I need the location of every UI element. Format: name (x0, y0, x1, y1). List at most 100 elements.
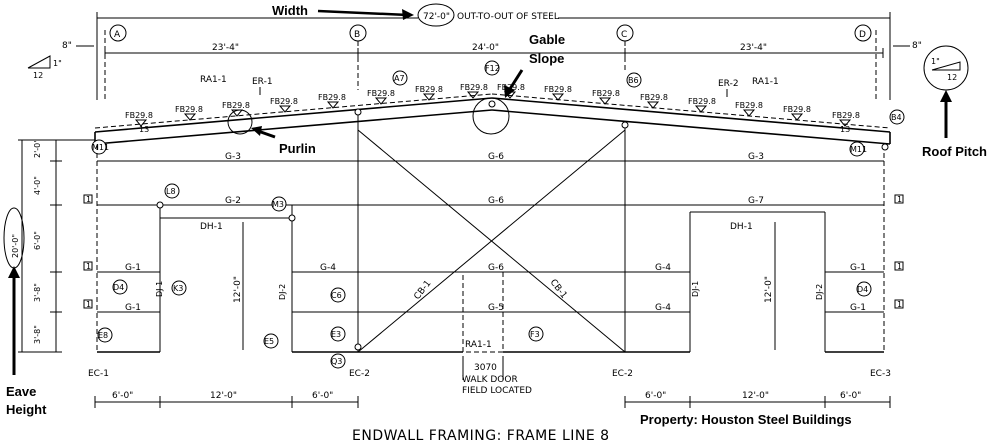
height-dimensions: 2'-0" 4'-0" 6'-0" 3'-8" 3'-8" 20'-0" (3, 139, 95, 353)
bubble-d4-right: D4 (856, 281, 872, 297)
svg-text:1: 1 (897, 195, 902, 204)
grid-label-d: D (859, 30, 866, 40)
grid-label-b: B (354, 30, 360, 40)
annotation-purlin: Purlin (279, 141, 316, 156)
girt-label: G-4 (655, 263, 671, 273)
girt-label: G-2 (225, 196, 241, 206)
grid-line-d: D (854, 24, 877, 100)
left-door-opening: DH-1 DJ-1 DJ-2 12'-0" (155, 205, 293, 352)
bubble-b6: B6 (626, 72, 642, 88)
svg-text:A7: A7 (394, 74, 405, 83)
bubble-e8: E8 (97, 327, 113, 343)
height-dim: 4'-0" (33, 176, 42, 195)
door-height-right: 12'-0" (764, 276, 774, 303)
height-dim: 3'-8" (33, 283, 42, 302)
pitch-run-left: 12 (33, 71, 43, 80)
pitch-symbol-left: 1" 12 (27, 55, 62, 80)
connection-dots (156, 100, 889, 351)
purlin-arrow (257, 129, 276, 139)
pitch-rise-right: 1" (931, 57, 940, 66)
girt-label: G-6 (488, 196, 504, 206)
annotation-property: Property: Houston Steel Buildings (640, 412, 852, 427)
grid-label-c: C (621, 30, 627, 40)
fb-label: FB29.8 (832, 111, 860, 120)
svg-text:E8: E8 (98, 331, 108, 340)
walk-door-line1: WALK DOOR (462, 375, 518, 385)
edge-tag-left: M11 (91, 139, 109, 155)
svg-text:E5: E5 (264, 337, 274, 346)
er-label-right: ER-2 (718, 79, 739, 89)
svg-text:M11: M11 (850, 145, 867, 154)
bubble-m3: M3 (271, 196, 287, 212)
svg-text:Q3: Q3 (331, 357, 342, 366)
svg-text:6'-0": 6'-0" (112, 391, 133, 401)
cross-bracing: CB-1 CB-1 (357, 129, 626, 353)
bubble-c6: C6 (330, 287, 346, 303)
annotation-width: Width (272, 3, 308, 18)
svg-text:E3: E3 (331, 330, 341, 339)
svg-text:D4: D4 (857, 285, 868, 294)
fb-label: FB29.8 (125, 111, 153, 120)
roof-pitch-arrowhead (940, 90, 952, 102)
bubble-d4-left: D4 (112, 279, 128, 295)
girt-label: G-3 (225, 152, 241, 162)
width-arrowhead (402, 9, 414, 20)
girt-label: G-1 (850, 303, 866, 313)
bubble-k3: K3 (171, 280, 187, 296)
svg-text:C6: C6 (331, 291, 342, 300)
bottom-dimensions: 6'-0" 12'-0" 6'-0" 6'-0" 12'-0" 6'-0" (94, 391, 891, 408)
bubble-e3: E3 (330, 326, 346, 342)
gable-circle (472, 97, 510, 135)
bubble-l8: L8 (164, 183, 180, 199)
svg-text:1: 1 (86, 300, 91, 309)
svg-text:B4: B4 (891, 113, 902, 122)
door-jamb: DJ-1 (691, 281, 700, 297)
bay-dimensions: 23'-4" 24'-0" 23'-4" (104, 43, 884, 58)
girt-label: G-5 (488, 303, 504, 313)
grid-label-a: A (114, 30, 121, 40)
fb-label: FB29.8 (175, 105, 203, 114)
fb-label: FB29.8 (592, 89, 620, 98)
svg-text:1: 1 (897, 300, 902, 309)
gable-arrowhead (504, 85, 515, 98)
endwall-column-label: EC-2 (612, 369, 633, 379)
bubble-e5: E5 (263, 333, 279, 349)
brace-label: CB-1 (412, 279, 433, 302)
svg-text:M11: M11 (92, 143, 109, 152)
purlin-circle (227, 109, 253, 135)
svg-text:12'-0": 12'-0" (210, 391, 237, 401)
door-header-right: DH-1 (730, 222, 753, 232)
door-jamb: DJ-1 (155, 281, 164, 297)
grid-line-a: A (104, 24, 127, 100)
width-ellipse (417, 3, 455, 27)
door-jamb: DJ-2 (815, 284, 824, 300)
girt-label: G-3 (748, 152, 764, 162)
offset-left: 8" (62, 41, 72, 51)
eave-height-arrowhead (8, 266, 20, 278)
svg-text:1: 1 (86, 262, 91, 271)
svg-text:6'-0": 6'-0" (645, 391, 666, 401)
svg-text:6'-0": 6'-0" (840, 391, 861, 401)
wall-outline (96, 145, 885, 353)
girt-label: G-6 (488, 152, 504, 162)
svg-text:12'-0": 12'-0" (742, 391, 769, 401)
width-arrow (317, 9, 409, 17)
overall-width-text: OUT-TO-OUT OF STEEL (457, 12, 559, 22)
girt-label: G-1 (125, 263, 141, 273)
grid-line-b: B (349, 24, 367, 90)
annotation-height: Height (6, 402, 47, 417)
annotation-gable: Gable (529, 32, 565, 47)
right-door-opening: DH-1 DJ-1 DJ-2 12'-0" (689, 212, 826, 352)
fb-label: FB29.8 (270, 97, 298, 106)
svg-text:M3: M3 (272, 200, 284, 209)
annotation-roof-pitch: Roof Pitch (922, 144, 987, 159)
walk-door-line2: FIELD LOCATED (462, 386, 532, 396)
edge-tag-13-right: 13 (840, 125, 850, 134)
girt-label: G-1 (125, 303, 141, 313)
endwall-column-label: EC-3 (870, 369, 891, 379)
girt-label: G-1 (850, 263, 866, 273)
pitch-run-right: 12 (947, 73, 957, 82)
walk-door: RA1-1 3070 WALK DOOR FIELD LOCATED (462, 271, 532, 396)
